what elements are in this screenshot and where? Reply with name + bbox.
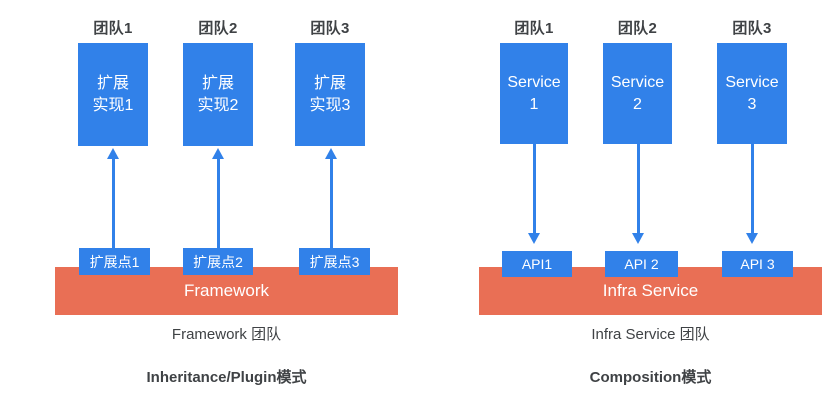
extension-impl-box-2: 扩展 实现2 <box>183 43 253 146</box>
extension-impl-3-line2: 实现3 <box>309 96 351 114</box>
right-team-label-1: 团队1 <box>514 20 554 37</box>
up-arrow-line-1 <box>111 157 115 248</box>
service-box-3: Service 3 <box>717 43 787 144</box>
extension-point-box-2: 扩展点2 <box>183 248 253 275</box>
service-3-line2: 3 <box>747 95 757 113</box>
extension-impl-box-1: 扩展 实现1 <box>78 43 148 146</box>
down-arrow-line-1 <box>532 144 536 234</box>
composition-pattern-title: Composition模式 <box>589 369 712 386</box>
extension-impl-2-line1: 扩展 <box>201 74 234 92</box>
service-3-line1: Service <box>725 73 779 91</box>
framework-owner-caption: Framework 团队 <box>171 326 282 343</box>
up-arrowhead-icon-2 <box>212 148 224 159</box>
extension-point-box-3: 扩展点3 <box>299 248 370 275</box>
service-1-line1: Service <box>507 73 561 91</box>
framework-bar: Framework <box>55 267 398 315</box>
right-team-label-2: 团队2 <box>617 20 658 37</box>
down-arrowhead-icon-1 <box>528 233 540 244</box>
service-box-1: Service 1 <box>500 43 568 144</box>
down-arrow-line-2 <box>636 144 640 234</box>
service-box-2: Service 2 <box>603 43 672 144</box>
up-arrowhead-icon-3 <box>325 148 337 159</box>
service-2-line2: 2 <box>633 95 642 113</box>
down-arrow-line-3 <box>750 144 754 234</box>
infra-owner-caption: Infra Service 团队 <box>591 326 710 343</box>
api-box-3: API 3 <box>722 251 793 277</box>
left-team-label-1: 团队1 <box>93 20 133 37</box>
extension-impl-2-line2: 实现2 <box>197 96 239 114</box>
left-team-label-2: 团队2 <box>198 20 238 37</box>
extension-impl-box-3: 扩展 实现3 <box>295 43 365 146</box>
extension-point-box-1: 扩展点1 <box>79 248 150 275</box>
extension-impl-3-line1: 扩展 <box>313 74 346 92</box>
up-arrow-line-2 <box>216 157 220 248</box>
left-team-label-3: 团队3 <box>310 20 350 37</box>
extension-impl-1-line2: 实现1 <box>92 96 134 114</box>
right-team-label-3: 团队3 <box>732 20 772 37</box>
api-box-1: API1 <box>502 251 572 277</box>
down-arrowhead-icon-3 <box>746 233 758 244</box>
api-box-2: API 2 <box>605 251 678 277</box>
up-arrow-line-3 <box>329 157 333 248</box>
service-1-line2: 1 <box>529 95 539 113</box>
service-2-line1: Service <box>610 73 665 91</box>
down-arrowhead-icon-2 <box>632 233 644 244</box>
extension-impl-1-line1: 扩展 <box>96 74 129 92</box>
up-arrowhead-icon-1 <box>107 148 119 159</box>
inheritance-pattern-title: Inheritance/Plugin模式 <box>146 369 307 386</box>
